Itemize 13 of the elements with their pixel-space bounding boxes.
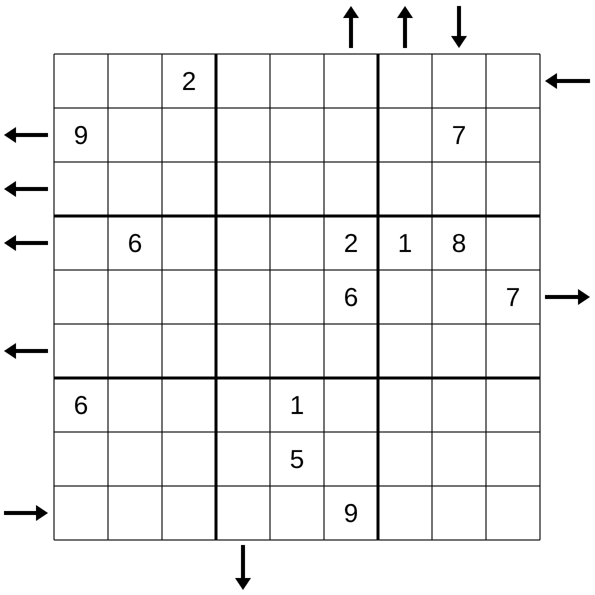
given-digit: 8: [450, 228, 468, 258]
given-digit: 5: [288, 444, 306, 474]
given-digit: 9: [342, 498, 360, 528]
given-digit: 2: [180, 66, 198, 96]
given-digit: 1: [396, 228, 414, 258]
given-digit: 7: [504, 282, 522, 312]
given-digit: 9: [72, 120, 90, 150]
given-digit: 7: [450, 120, 468, 150]
given-digit: 6: [126, 228, 144, 258]
given-digit: 2: [342, 228, 360, 258]
given-digit: 6: [72, 390, 90, 420]
given-digit: 1: [288, 390, 306, 420]
given-digit: 6: [342, 282, 360, 312]
